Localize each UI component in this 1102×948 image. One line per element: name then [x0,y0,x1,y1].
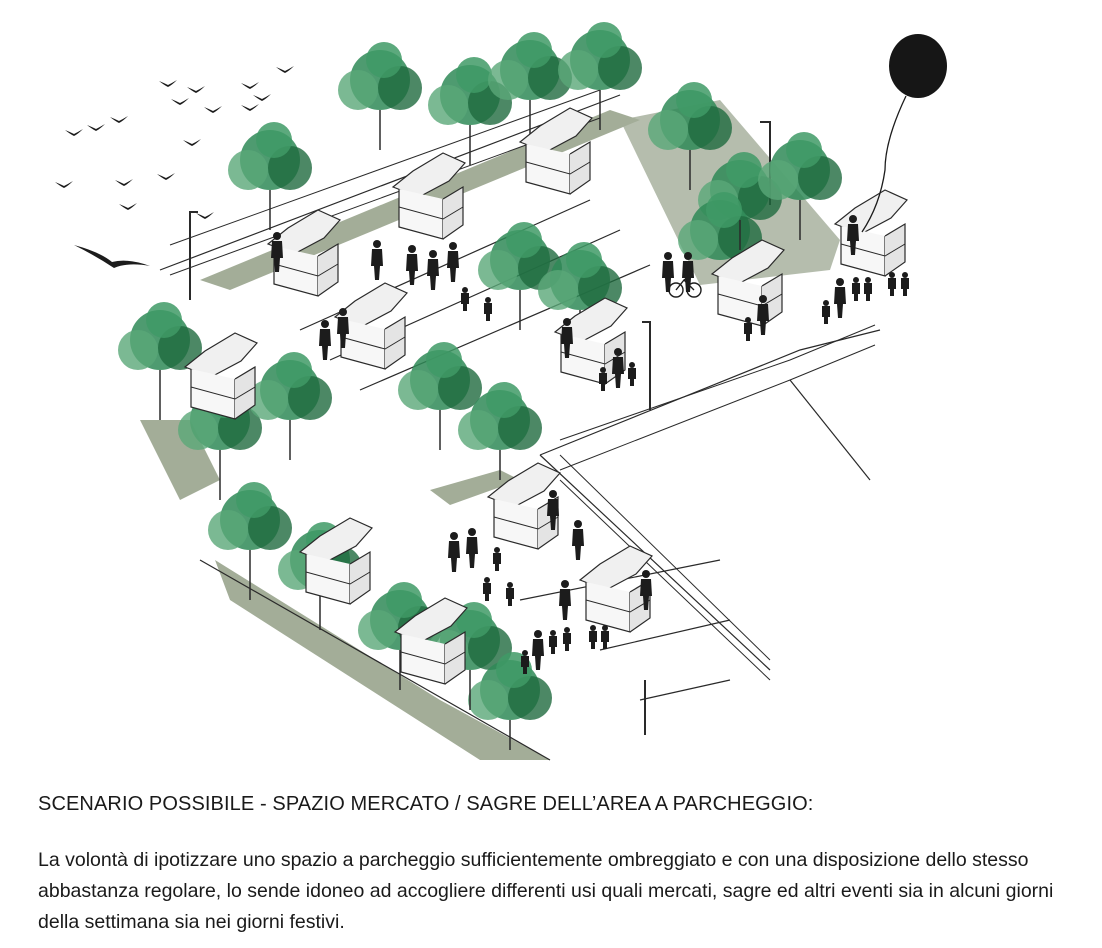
large-bird-icon [74,245,150,268]
fence [169,89,876,681]
bicycle-icon [668,275,702,298]
bird-silhouette-icon [55,66,294,268]
caption-title: SCENARIO POSSIBILE - SPAZIO MERCATO / SA… [38,793,814,815]
axonometric-illustration [55,22,947,761]
caption-body: La volontà di ipotizzare uno spazio a pa… [38,849,1054,933]
balloon-icon [861,34,947,233]
street-lamp-icon [189,121,771,735]
